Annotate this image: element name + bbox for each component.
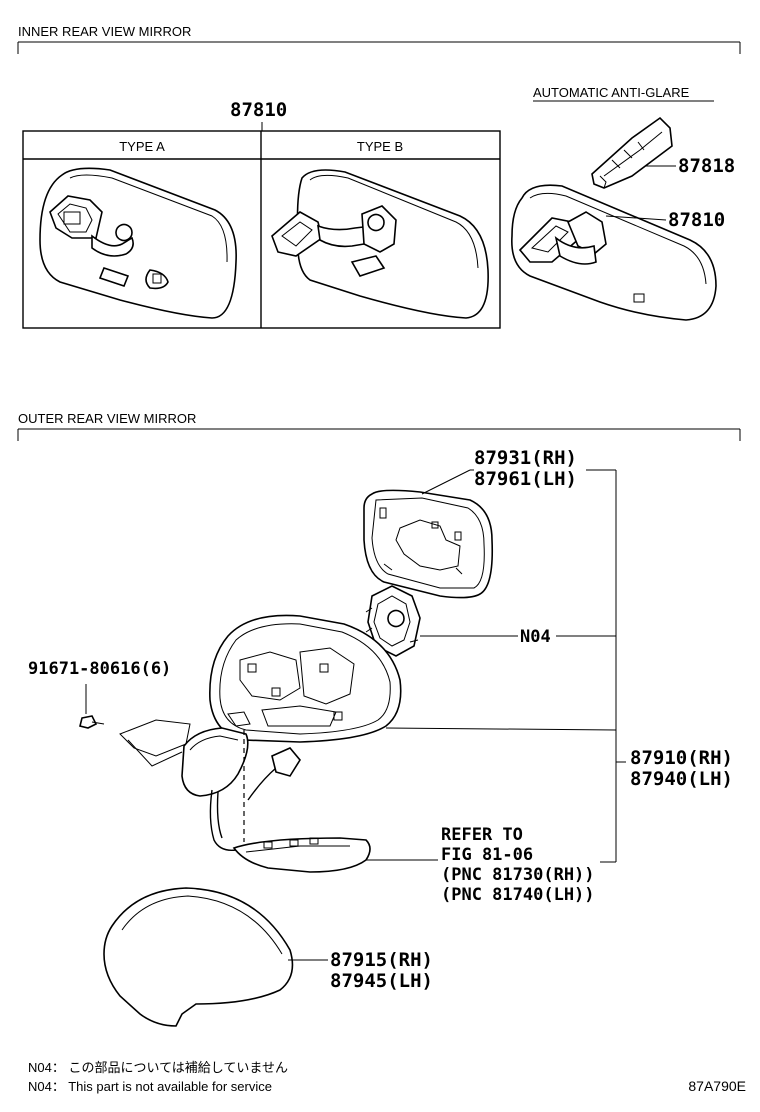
outer-leader-bracket xyxy=(385,469,626,863)
inner-section-bracket xyxy=(17,41,741,54)
figure-code: 87A790E xyxy=(688,1078,746,1094)
type-table xyxy=(22,130,501,329)
type-a-mirror xyxy=(39,167,237,319)
auto-mirror-part-number: 87810 xyxy=(668,209,725,231)
screw-part-number: 91671-80616(6) xyxy=(28,659,171,679)
glass-part-rh: 87931(RH) xyxy=(474,447,577,469)
outer-section-title: OUTER REAR VIEW MIRROR xyxy=(18,411,196,426)
auto-mirror-leader xyxy=(605,215,667,221)
auto-anti-glare-title: AUTOMATIC ANTI-GLARE xyxy=(533,85,690,100)
wire-harness xyxy=(209,747,301,851)
mirror-cover xyxy=(103,887,294,1027)
anti-glare-mirror xyxy=(511,184,717,321)
turn-signal-lamp xyxy=(232,837,371,873)
anti-glare-cover xyxy=(591,116,673,189)
outer-section-bracket xyxy=(17,428,741,441)
refer-line-3: (PNC 81730(RH)) xyxy=(441,865,595,885)
inner-section-title: INNER REAR VIEW MIRROR xyxy=(18,24,191,39)
inner-part-number: 87810 xyxy=(230,99,287,121)
refer-line-1: REFER TO xyxy=(441,825,523,845)
refer-line-4: (PNC 81740(LH)) xyxy=(441,885,595,905)
mirror-glass xyxy=(363,489,494,599)
mirror-part-rh: 87910(RH) xyxy=(630,747,733,769)
mirror-motor xyxy=(365,585,421,657)
mirror-base xyxy=(181,727,249,797)
auto-cover-part-number: 87818 xyxy=(678,155,735,177)
cover-part-rh: 87915(RH) xyxy=(330,949,433,971)
screw-mount-plane xyxy=(119,719,191,767)
type-b-header: TYPE B xyxy=(357,139,403,154)
refer-line-2: FIG 81-06 xyxy=(441,845,533,865)
motor-label: N04 xyxy=(520,627,551,647)
glass-leader xyxy=(421,469,471,495)
type-a-header: TYPE A xyxy=(119,139,165,154)
screw xyxy=(79,715,105,729)
note-english: N04： This part is not available for serv… xyxy=(28,1079,272,1094)
type-b-mirror xyxy=(271,169,489,319)
mirror-part-lh: 87940(LH) xyxy=(630,768,733,790)
glass-part-lh: 87961(LH) xyxy=(474,468,577,490)
cover-part-lh: 87945(LH) xyxy=(330,970,433,992)
note-japanese: N04： この部品については補給していません xyxy=(28,1060,288,1075)
mirror-housing xyxy=(209,614,402,743)
